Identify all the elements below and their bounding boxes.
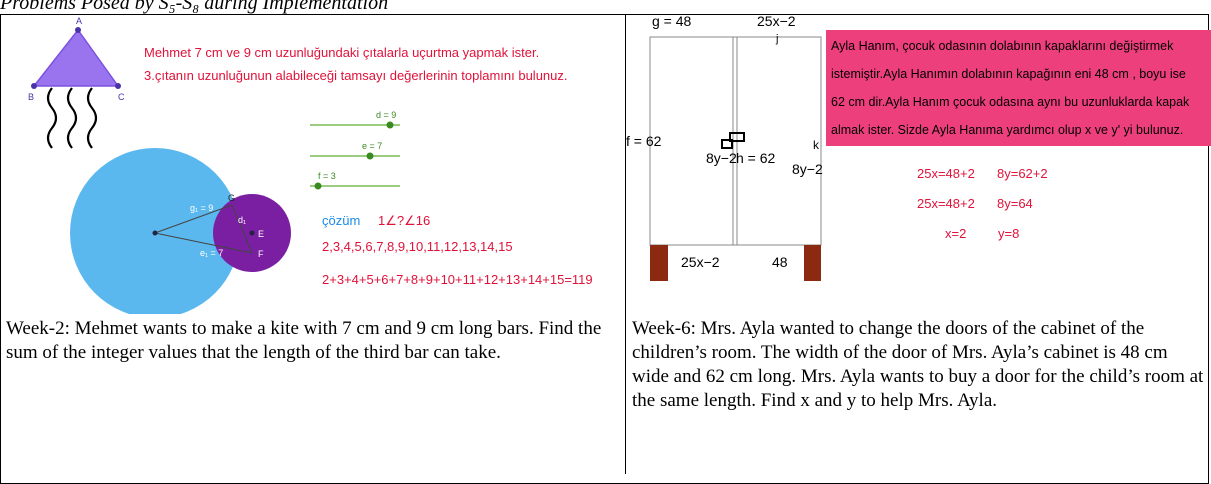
- table-caption: Problems Posed by S₅-S₈ during Implement…: [0, 0, 389, 14]
- top-25x-label: 25x−2: [757, 14, 796, 29]
- slider-e-knob[interactable]: [366, 152, 374, 160]
- pink-text-line-1: Ayla Hanım, çocuk odasının dolabının kap…: [831, 39, 1174, 53]
- center-point: [152, 230, 158, 236]
- slider-d-knob[interactable]: [386, 121, 394, 129]
- eq-3a: x=2: [945, 226, 966, 241]
- slider-f-label: f = 3: [318, 171, 336, 181]
- eq-2b: 8y=64: [997, 196, 1033, 211]
- seg-d-label: d₁: [238, 215, 246, 225]
- pink-text-line-4: almak ister. Sizde Ayla Hanıma yardımcı …: [831, 123, 1183, 137]
- segment-d: [231, 204, 253, 254]
- label-c: C: [118, 92, 125, 102]
- label-8y-right: 8y−2: [792, 161, 823, 177]
- problem-line-1: Mehmet 7 cm ve 9 cm uzunluğundaki çıtala…: [144, 45, 539, 60]
- point-f-label: F: [258, 249, 264, 259]
- label-k: k: [813, 138, 820, 152]
- column-divider: [625, 14, 626, 474]
- vertex-b-point: [31, 83, 37, 89]
- kite-triangle: [32, 28, 120, 87]
- eq-2a: 25x=48+2: [917, 196, 975, 211]
- solution-sum: 2+3+4+5+6+7+8+9+10+11+12+13+14+15=119: [322, 272, 593, 287]
- cabinet-leg-right: [804, 245, 821, 281]
- slider-e-label: e = 7: [362, 141, 382, 151]
- slider-f-knob[interactable]: [314, 182, 322, 190]
- pink-text-line-3: 62 cm dir.Ayla Hanım çocuk odasına aynı …: [831, 95, 1190, 109]
- label-f: f = 62: [626, 133, 662, 149]
- point-e-label: E: [258, 229, 264, 239]
- bottom-48-label: 48: [772, 254, 788, 270]
- point-e: [249, 230, 255, 236]
- pink-problem-box: [826, 30, 1211, 146]
- bottom-25x-label: 25x−2: [681, 254, 720, 270]
- eq-1b: 8y=62+2: [997, 166, 1048, 181]
- label-8y-left: 8y−2: [706, 150, 737, 166]
- right-cell: g = 48 25x−2 j f = 62 8y−2 h = 62 k 8y−2…: [626, 13, 1211, 472]
- kite-tail-1: [46, 87, 58, 149]
- vertex-a-point: [75, 27, 81, 33]
- segment-e: [154, 232, 253, 254]
- vertex-c-point: [115, 83, 121, 89]
- cabinet-leg-left: [650, 245, 668, 281]
- pink-text-line-2: istemiştir.Ayla Hanımın dolabının kapağı…: [831, 67, 1186, 81]
- label-j: j: [775, 33, 778, 45]
- point-g-label: G: [228, 193, 235, 203]
- slider-d-label: d = 9: [376, 110, 396, 120]
- door-handle-icon-2: [721, 139, 733, 149]
- top-g-label: g = 48: [652, 14, 692, 29]
- label-a: A: [76, 16, 82, 26]
- solution-list: 2,3,4,5,6,7,8,9,10,11,12,13,14,15: [322, 239, 513, 254]
- left-description: Week-2: Mehmet wants to make a kite with…: [6, 318, 602, 363]
- label-b: B: [28, 92, 34, 102]
- segment-g: [154, 204, 233, 234]
- seg-e-label: e₁ = 7: [200, 248, 223, 258]
- problem-line-2: 3.çıtanın uzunluğunun alabileceği tamsay…: [144, 68, 568, 83]
- label-h: h = 62: [736, 150, 776, 166]
- kite-tail-2: [66, 87, 78, 149]
- kite-tail-3: [86, 87, 98, 149]
- eq-1a: 25x=48+2: [917, 166, 975, 181]
- left-cell: A B C Mehmet 7 cm ve 9 cm uzunluğundaki …: [0, 14, 625, 472]
- solution-label: çözüm: [322, 213, 360, 228]
- seg-g-label: g₁ = 9: [190, 203, 213, 213]
- door-handle-icon: [729, 132, 745, 142]
- solution-inequality: 1∠?∠16: [378, 213, 430, 228]
- kite-geogebra-figure: A B C Mehmet 7 cm ve 9 cm uzunluğundaki …: [28, 16, 593, 318]
- cabinet-figure: g = 48 25x−2 j f = 62 8y−2 h = 62 k 8y−2…: [626, 13, 1211, 281]
- eq-3b: y=8: [998, 226, 1019, 241]
- right-description: Week-6: Mrs. Ayla wanted to change the d…: [632, 318, 1204, 411]
